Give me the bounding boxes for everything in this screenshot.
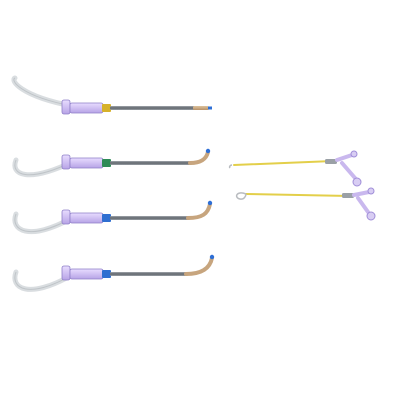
color-band: [102, 270, 111, 278]
hub-cap: [61, 265, 71, 281]
curved-tip: [188, 150, 210, 165]
tip-marker: [205, 148, 211, 154]
tubing-edge: [13, 77, 73, 107]
tip-marker: [208, 106, 212, 110]
sheath-shaft: [110, 216, 190, 220]
side-arm: [356, 196, 370, 214]
hub-cap: [61, 209, 71, 225]
color-band: [102, 159, 111, 167]
hub-arm: [335, 153, 354, 162]
catheter-2: [235, 187, 376, 221]
dilator-tip: [193, 106, 209, 110]
hub-body: [69, 157, 104, 169]
sheath-shaft: [110, 161, 192, 165]
luer-port: [350, 150, 358, 158]
hub-cap: [61, 154, 71, 170]
hub-body: [69, 102, 104, 114]
tip-marker: [207, 200, 213, 206]
sheath-2: [12, 148, 211, 178]
luer-port: [366, 211, 376, 221]
curved-tip: [184, 256, 214, 276]
strain-relief: [342, 193, 354, 198]
side-arm: [340, 161, 357, 180]
catheter-tip: [228, 164, 233, 169]
sheath-3: [12, 200, 213, 235]
sheath-4: [12, 254, 215, 292]
catheter-1: [228, 150, 362, 187]
tubing-edge: [14, 159, 73, 176]
catheter-shaft: [233, 160, 334, 166]
tip-marker: [209, 254, 215, 260]
luer-port: [352, 177, 362, 187]
sheath-shaft: [110, 272, 188, 276]
sheath-shaft: [110, 106, 196, 110]
hub-arm: [352, 190, 371, 197]
hub-body: [69, 268, 104, 280]
sheath-1: [11, 75, 212, 115]
hub-cap: [61, 99, 71, 115]
luer-port: [367, 187, 375, 195]
hub-body: [69, 212, 104, 224]
curved-tip: [186, 202, 212, 220]
tubing-edge: [14, 271, 73, 290]
catheter-shaft: [245, 193, 351, 197]
color-band: [102, 214, 111, 222]
pigtail-tip: [235, 192, 247, 200]
color-band: [102, 104, 111, 112]
tubing-edge: [14, 213, 73, 233]
strain-relief: [325, 159, 337, 164]
